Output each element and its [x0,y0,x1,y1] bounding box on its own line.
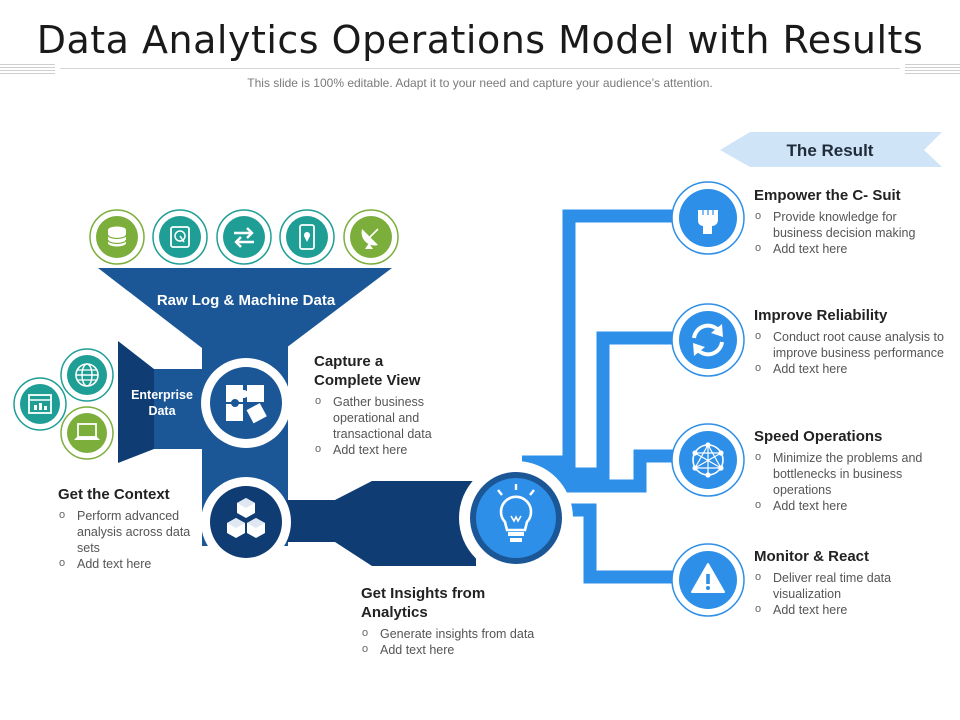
list-item: Minimize the problems and bottlenecks in… [754,449,944,498]
result-bullets: Minimize the problems and bottlenecks in… [754,449,944,514]
network-icon [671,423,745,497]
page-subtitle: This slide is 100% editable. Adapt it to… [247,76,713,90]
connector-3 [545,449,690,493]
list-item: Add text here [58,555,198,572]
insight-arrow [335,481,476,566]
insights-heading: Get Insights from Analytics [361,585,486,621]
enterprise-arrow [118,341,154,463]
result-bullets: Deliver real time data visualization Add… [754,569,944,618]
page-title: Data Analytics Operations Model with Res… [36,18,924,62]
connector-1 [522,209,690,469]
globe-icon [60,348,114,402]
fist-icon [671,181,745,255]
insights-bullets: Generate insights from data Add text her… [361,625,561,658]
list-item: Provide knowledge for business decision … [754,208,944,241]
laptop-icon [60,406,114,460]
puzzle-node [201,358,291,448]
title-divider [60,68,900,69]
top-icons [89,209,399,265]
database-icon [89,209,145,265]
capture-block: Capture a Complete View Gather business … [314,352,454,458]
mobile-location-icon [279,209,335,265]
result-connectors [522,209,690,584]
list-item: Perform advanced analysis across data se… [58,507,198,556]
list-item: Add text here [361,641,561,658]
title-rule-right [905,64,960,74]
result-item-1: Empower the C- Suit Provide knowledge fo… [754,186,944,257]
list-item: Add text here [754,497,944,514]
list-item: Gather business operational and transact… [314,393,454,442]
title-rule-left [0,64,55,74]
list-item: Add text here [754,601,944,618]
result-bullets: Conduct root cause analysis to improve b… [754,328,944,377]
raw-log-label: Raw Log & Machine Data [156,292,336,309]
lightbulb-node [459,461,573,575]
result-banner [720,132,942,167]
funnel-top [98,268,392,348]
context-block: Get the Context Perform advanced analysi… [58,485,198,572]
result-item-4: Monitor & React Deliver real time data v… [754,547,944,618]
result-bullets: Provide knowledge for business decision … [754,208,944,257]
result-title: The Result [786,141,874,160]
satellite-dish-icon [343,209,399,265]
list-item: Deliver real time data visualization [754,569,944,602]
hard-disk-icon [152,209,208,265]
list-item: Generate insights from data [361,625,561,642]
context-heading: Get the Context [58,486,170,503]
refresh-icon [671,303,745,377]
dashboard-chart-icon [13,377,67,431]
result-item-3: Speed Operations Minimize the problems a… [754,427,944,514]
result-heading: Speed Operations [754,428,883,445]
result-heading: Empower the C- Suit [754,187,901,204]
cubes-node [201,477,291,567]
transfer-arrows-icon [216,209,272,265]
capture-bullets: Gather business operational and transact… [314,393,454,458]
insights-block: Get Insights from Analytics Generate ins… [361,584,561,658]
funnel-left-block [150,369,210,449]
result-item-2: Improve Reliability Conduct root cause a… [754,306,944,377]
left-icons [13,348,114,460]
list-item: Add text here [314,441,454,458]
capture-heading: Capture a Complete View [314,353,421,389]
context-bullets: Perform advanced analysis across data se… [58,507,198,572]
connector-2 [534,331,690,481]
list-item: Conduct root cause analysis to improve b… [754,328,944,361]
result-heading: Improve Reliability [754,307,888,324]
list-item: Add text here [754,360,944,377]
result-heading: Monitor & React [754,548,870,565]
list-item: Add text here [754,240,944,257]
enterprise-data-label: Enterprise Data [131,388,193,418]
warning-icon [671,543,745,617]
